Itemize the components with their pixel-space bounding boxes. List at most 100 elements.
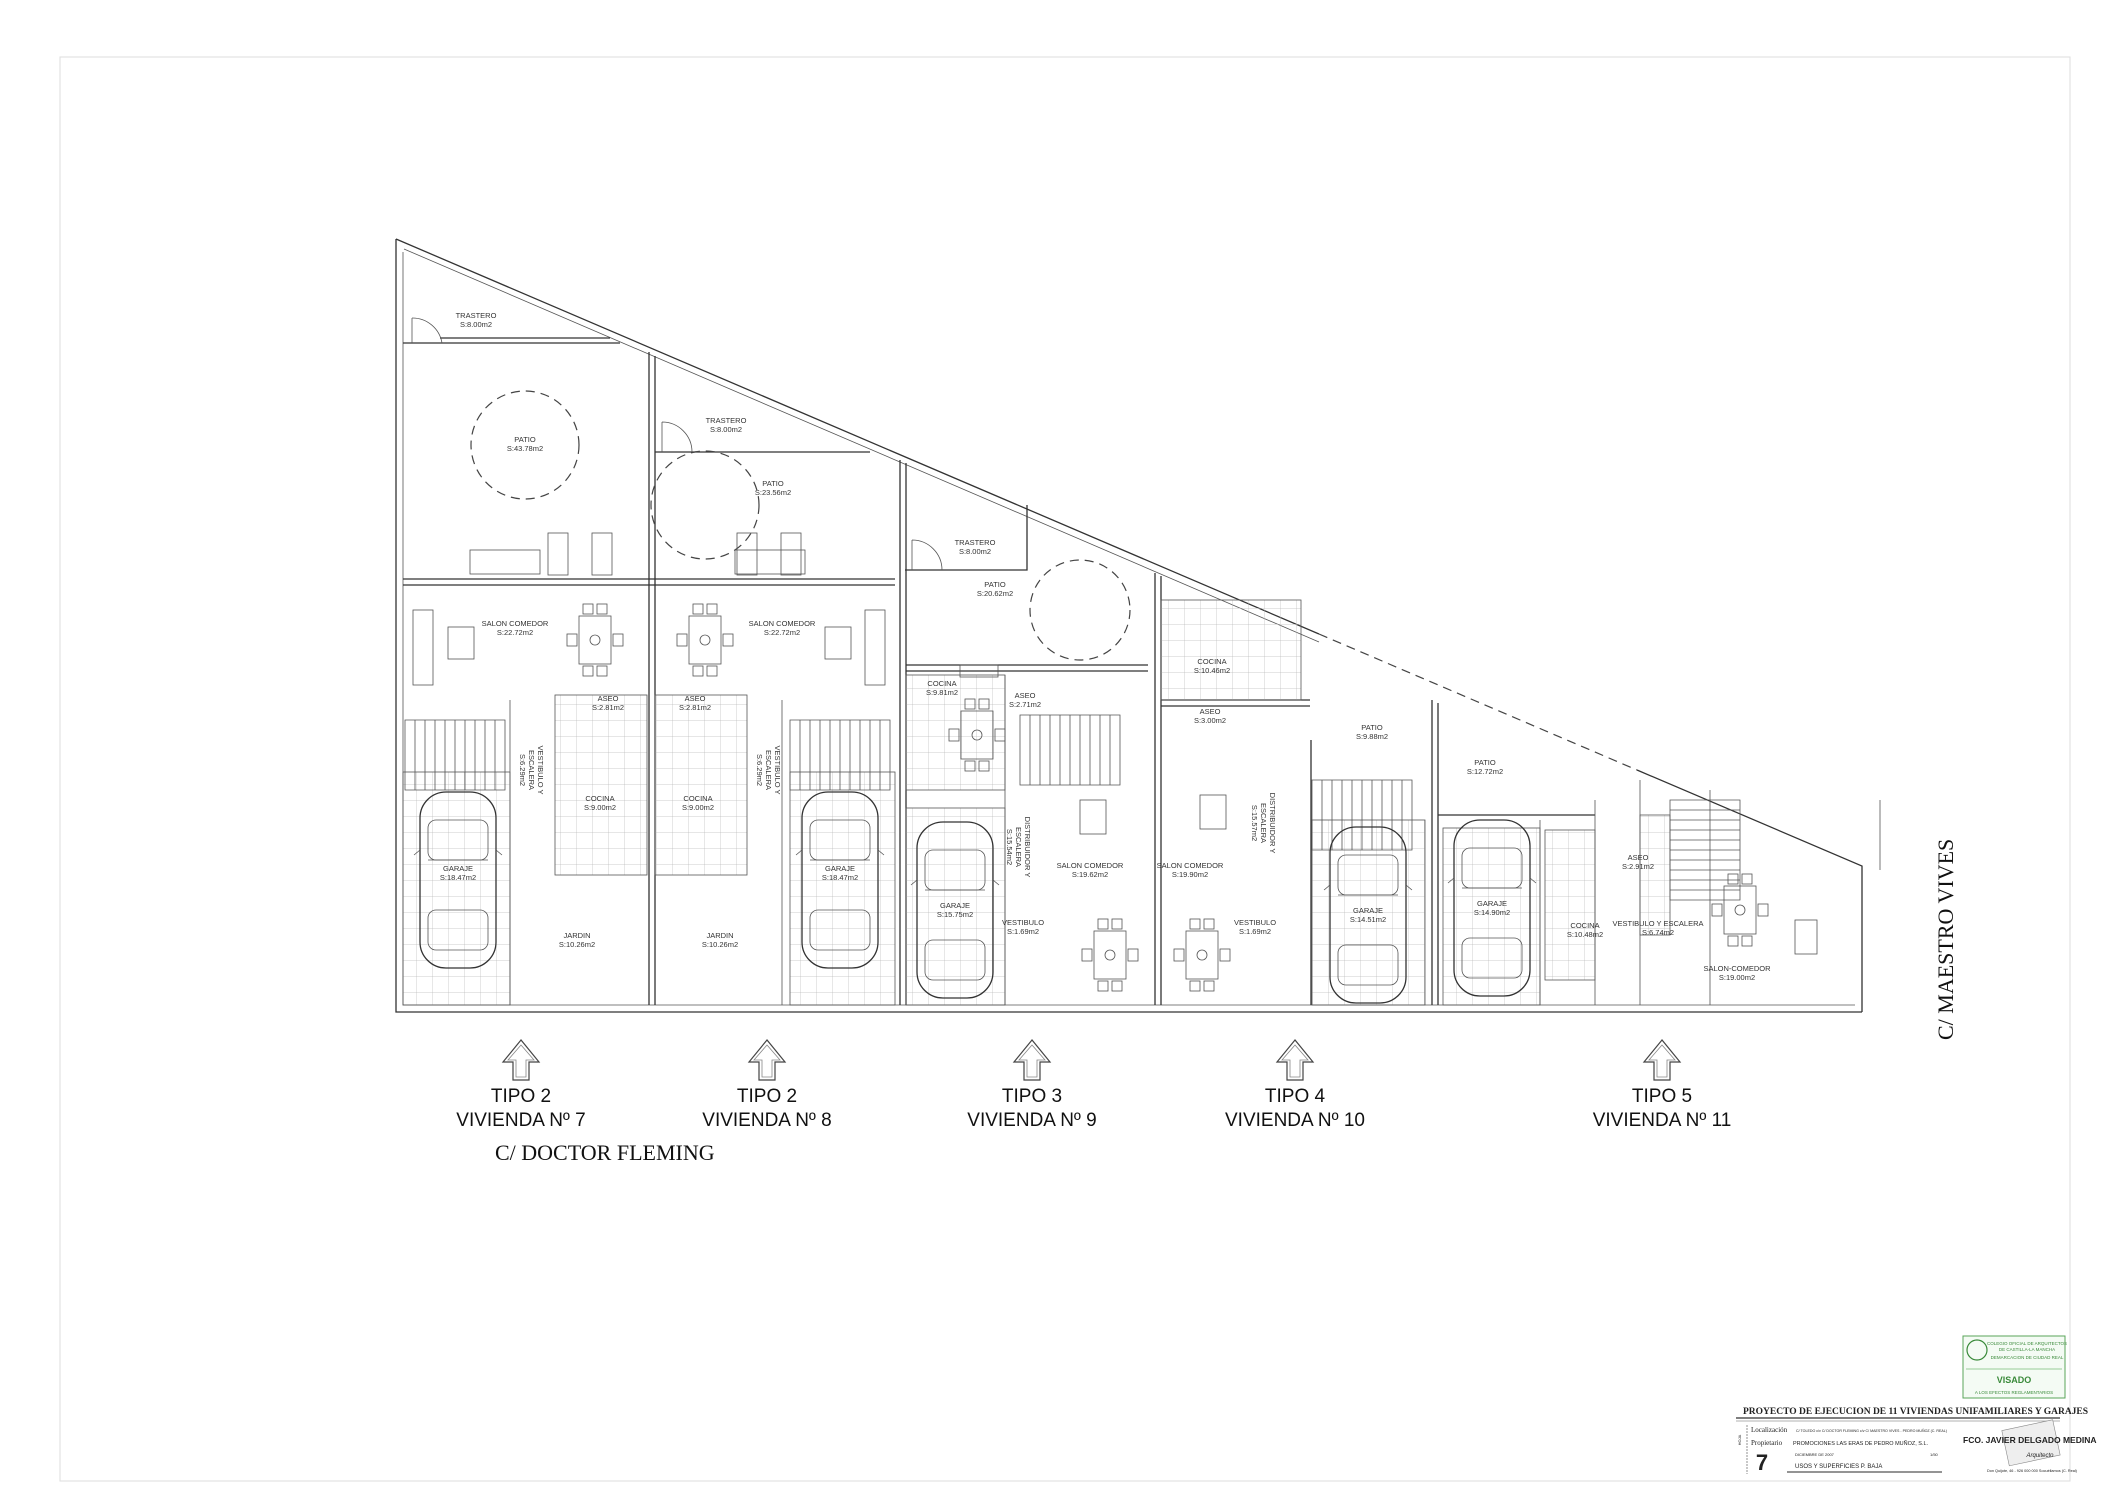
room-name: JARDIN: [563, 931, 590, 940]
room-name: PATIO: [1361, 723, 1383, 732]
room-name: TRASTERO: [706, 416, 747, 425]
title-block: PROYECTO DE EJECUCION DE 11 VIVIENDAS UN…: [1736, 1407, 2097, 1475]
room-name: PATIO: [984, 580, 1006, 589]
room-name: SALON COMEDOR: [1157, 861, 1224, 870]
room-area: S:14.51m2: [1350, 915, 1386, 924]
unit-type: TIPO 2: [491, 1086, 551, 1107]
architect-signature: Arquitecto: [2001, 1419, 2061, 1467]
furniture: [412, 532, 1818, 992]
room-name: SALON COMEDOR: [749, 619, 816, 628]
unit-number: VIVIENDA Nº 9: [967, 1110, 1096, 1131]
room-area: S:3.00m2: [1194, 716, 1226, 725]
room-name: ESCALERA: [1014, 827, 1023, 867]
room-name: GARAJE: [1353, 906, 1383, 915]
room-area: S:23.56m2: [755, 488, 791, 497]
unit-number: VIVIENDA Nº 10: [1225, 1110, 1365, 1131]
entrance-arrow-icon: [1643, 1039, 1681, 1081]
room-area: S:9.81m2: [926, 688, 958, 697]
college-seal-icon: [1966, 1339, 1988, 1361]
unit-labels: TIPO 2 VIVIENDA Nº 7 TIPO 2 VIVIENDA Nº …: [456, 1039, 1731, 1131]
room-name: COCINA: [585, 794, 614, 803]
room-name: TRASTERO: [456, 311, 497, 320]
unit-type: TIPO 2: [737, 1086, 797, 1107]
room-area: S:10.26m2: [702, 940, 738, 949]
patio-circles: [470, 390, 1131, 661]
stamp-line: DEMARCACION DE CIUDAD REAL: [1991, 1355, 2064, 1360]
stamp-footer: A LOS EFECTOS REGLAMENTARIOS: [1975, 1390, 2053, 1395]
room-name: VESTIBULO: [1234, 918, 1276, 927]
room-area: S:14.90m2: [1474, 908, 1510, 917]
room-name: VESTIBULO Y ESCALERA: [1612, 919, 1703, 928]
room-name: ESCALERA: [1259, 803, 1268, 843]
room-area: S:2.81m2: [592, 703, 624, 712]
entrance-arrow-icon: [748, 1039, 786, 1081]
sheet-number: 7: [1756, 1450, 1768, 1475]
room-area: S:8.00m2: [959, 547, 991, 556]
stamp-visado: VISADO: [1997, 1375, 2032, 1385]
unit-type: TIPO 3: [1002, 1086, 1062, 1107]
room-name: COCINA: [1570, 921, 1599, 930]
room-area: S:12.72m2: [1467, 767, 1503, 776]
room-area: S:43.78m2: [507, 444, 543, 453]
room-name: GARAJE: [940, 901, 970, 910]
unit-number: VIVIENDA Nº 7: [456, 1110, 585, 1131]
localizacion-value: C/ TOLEDO c/v C/ DOCTOR FLEMING c/v C/ M…: [1796, 1428, 1947, 1433]
room-area: S:15.57m2: [1250, 805, 1259, 841]
room-name: PATIO: [514, 435, 536, 444]
room-area: S:10.26m2: [559, 940, 595, 949]
entrance-arrow-icon: [1013, 1039, 1051, 1081]
room-area: S:15.75m2: [937, 910, 973, 919]
sheet-border: [59, 56, 2071, 1482]
room-area: S:15.54m2: [1005, 829, 1014, 865]
room-area: S:6.29m2: [755, 754, 764, 786]
room-area: S:22.72m2: [497, 628, 533, 637]
room-name: TRASTERO: [955, 538, 996, 547]
propietario-value: PROMOCIONES LAS ERAS DE PEDRO MUÑOZ, S.L…: [1793, 1440, 1929, 1447]
room-name: PATIO: [1474, 758, 1496, 767]
room-name: VESTIBULO Y: [773, 745, 782, 794]
room-name: SALON COMEDOR: [1057, 861, 1124, 870]
room-area: S:8.00m2: [710, 425, 742, 434]
entrance-arrow-icon: [1276, 1039, 1314, 1081]
room-name: VESTIBULO Y: [536, 745, 545, 794]
architect-role: Arquitecto: [2025, 1453, 2054, 1459]
room-name: COCINA: [683, 794, 712, 803]
room-name: PATIO: [762, 479, 784, 488]
room-area: S:8.00m2: [460, 320, 492, 329]
room-name: ASEO: [1200, 707, 1221, 716]
room-name: JARDIN: [706, 931, 733, 940]
visado-stamp: COLEGIO OFICIAL DE ARQUITECTOS DE CASTIL…: [1962, 1335, 2067, 1399]
room-name: ESCALERA: [527, 750, 536, 790]
room-name: ASEO: [1628, 853, 1649, 862]
project-date: DICIEMBRE DE 2007: [1795, 1452, 1835, 1457]
unit-number: VIVIENDA Nº 8: [702, 1110, 831, 1131]
room-area: S:19.90m2: [1172, 870, 1208, 879]
project-title: PROYECTO DE EJECUCION DE 11 VIVIENDAS UN…: [1743, 1407, 2088, 1417]
drawing-scale: 1/50: [1930, 1452, 1939, 1457]
room-name: VESTIBULO: [1002, 918, 1044, 927]
room-area: S:9.00m2: [584, 803, 616, 812]
room-name: DISTRIBUIDOR Y: [1268, 793, 1277, 854]
room-name: COCINA: [927, 679, 956, 688]
stamp-line: COLEGIO OFICIAL DE ARQUITECTOS: [1987, 1341, 2067, 1346]
stamp-line: DE CASTILLA-LA MANCHA: [1999, 1347, 2055, 1352]
room-name: GARAJE: [825, 864, 855, 873]
room-area: S:2.81m2: [679, 703, 711, 712]
room-area: S:2.71m2: [1009, 700, 1041, 709]
room-name: ASEO: [685, 694, 706, 703]
room-area: S:1.69m2: [1007, 927, 1039, 936]
sheet-title: USOS Y SUPERFICIES P. BAJA: [1795, 1464, 1882, 1470]
propietario-label: Propietario: [1751, 1439, 1783, 1447]
room-name: ASEO: [1015, 691, 1036, 700]
room-name: GARAJE: [1477, 899, 1507, 908]
room-area: S:9.00m2: [682, 803, 714, 812]
room-name: SALON COMEDOR: [482, 619, 549, 628]
room-area: S:1.69m2: [1239, 927, 1271, 936]
localizacion-label: Localización: [1751, 1426, 1788, 1434]
architect-name: FCO. JAVIER DELGADO MEDINA: [1963, 1435, 2097, 1445]
room-area: S:9.88m2: [1356, 732, 1388, 741]
room-name: SALON-COMEDOR: [1703, 964, 1771, 973]
unit-type: TIPO 4: [1265, 1086, 1326, 1107]
